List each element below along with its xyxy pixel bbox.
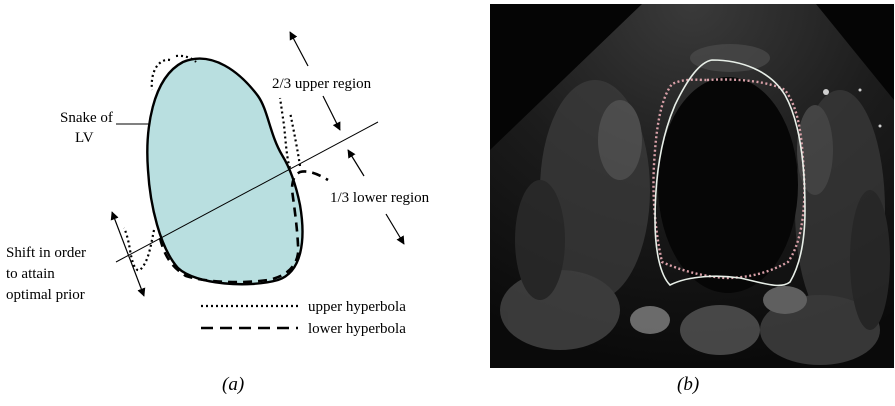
speckle-dot	[823, 89, 829, 95]
lv-snake-shape	[147, 59, 302, 285]
lower-region-arrow-down	[386, 214, 404, 244]
lower-region-label: 1/3 lower region	[330, 190, 430, 206]
legend-upper-label: upper hyperbola	[308, 299, 406, 315]
caption-b: (b)	[677, 374, 699, 395]
caption-a: (a)	[222, 374, 244, 395]
speckle-dot	[879, 125, 882, 128]
shift-label-line2: to attain	[6, 266, 55, 282]
panel-a: Snake of LV 2/3 upper region 1/3 lower r…	[6, 32, 430, 395]
upper-region-arrow-down	[323, 96, 340, 130]
upper-region-label: 2/3 upper region	[272, 76, 372, 92]
legend-lower-label: lower hyperbola	[308, 321, 406, 337]
speckle-dot	[859, 89, 862, 92]
panel-b: (b)	[490, 4, 894, 395]
shift-arrow	[112, 212, 144, 296]
lower-region-arrow-up	[348, 150, 364, 176]
upper-region-arrow-up	[290, 32, 308, 66]
shift-label-line1: Shift in order	[6, 245, 86, 261]
lv-chamber	[658, 77, 798, 293]
snake-label-line2: LV	[75, 130, 94, 146]
shift-label-line3: optimal prior	[6, 287, 85, 303]
snake-label-line1: Snake of	[60, 110, 113, 126]
upper-hyperbola-tip	[290, 112, 300, 166]
